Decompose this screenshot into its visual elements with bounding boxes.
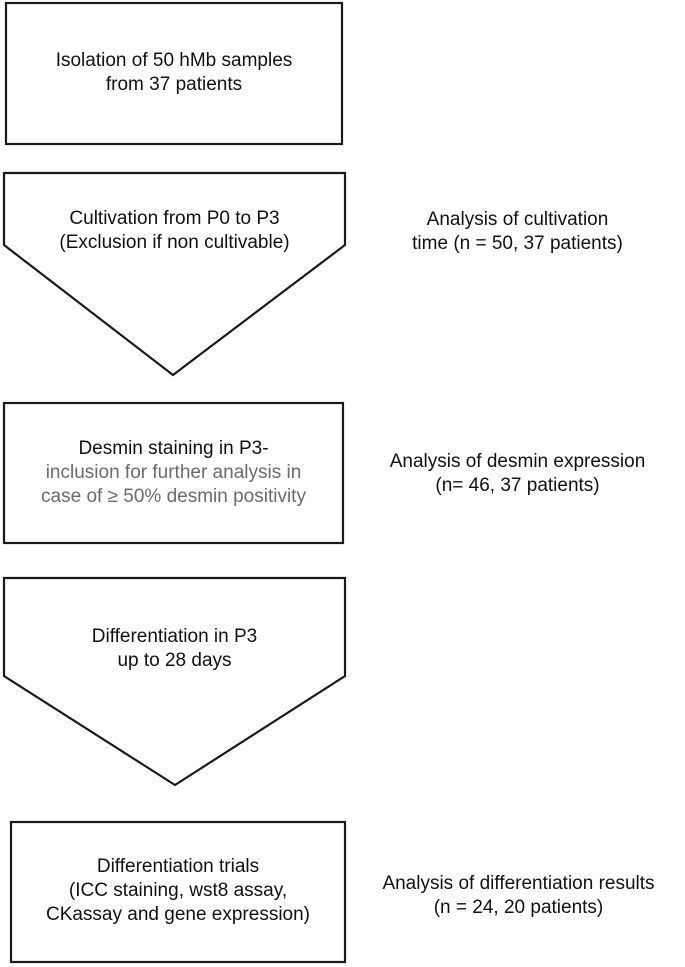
desmin-box	[2, 401, 345, 545]
analysis-desmin-line-2: (n= 46, 37 patients)	[435, 475, 600, 496]
differentiation-label-line-1: Differentiation in P3	[91, 626, 258, 647]
analysis-differentiation-line-2: (n = 24, 20 patients)	[433, 897, 604, 918]
analysis-cultivation: Analysis of cultivation time (n = 50, 37…	[355, 208, 680, 256]
desmin-label-line-3: case of ≥ 50% desmin positivity	[41, 486, 306, 507]
desmin-label-line-2: inclusion for further analysis in	[45, 462, 302, 483]
differentiation-label-line-2: up to 28 days	[117, 650, 232, 671]
trials-label: Differentiation trials (ICC staining, ws…	[11, 855, 345, 927]
trials-box	[9, 820, 347, 964]
cultivation-label-line-2: (Exclusion if non cultivable)	[59, 232, 290, 253]
analysis-differentiation-line-1: Analysis of differentiation results	[382, 873, 655, 894]
isolation-label-line-2: from 37 patients	[105, 74, 243, 95]
trials-label-line-3: CKassay and gene expression)	[45, 904, 311, 925]
cultivation-arrow-shape	[2, 171, 347, 377]
analysis-differentiation: Analysis of differentiation results (n =…	[352, 872, 685, 920]
desmin-label-line-1: Desmin staining in P3-	[78, 438, 269, 459]
isolation-box	[4, 1, 344, 146]
analysis-desmin: Analysis of desmin expression (n= 46, 37…	[355, 450, 680, 498]
differentiation-arrow-shape	[2, 576, 347, 787]
trials-label-line-2: (ICC staining, wst8 assay,	[68, 880, 288, 901]
differentiation-label: Differentiation in P3 up to 28 days	[4, 625, 345, 673]
cultivation-label: Cultivation from P0 to P3 (Exclusion if …	[4, 207, 345, 255]
desmin-label: Desmin staining in P3- inclusion for fur…	[4, 437, 343, 509]
analysis-desmin-line-1: Analysis of desmin expression	[389, 451, 646, 472]
isolation-label-line-1: Isolation of 50 hMb samples	[55, 50, 293, 71]
cultivation-label-line-1: Cultivation from P0 to P3	[69, 208, 280, 229]
analysis-cultivation-line-2: time (n = 50, 37 patients)	[412, 233, 623, 254]
isolation-label: Isolation of 50 hMb samples from 37 pati…	[6, 49, 342, 97]
trials-label-line-1: Differentiation trials	[96, 856, 260, 877]
analysis-cultivation-line-1: Analysis of cultivation	[426, 209, 609, 230]
